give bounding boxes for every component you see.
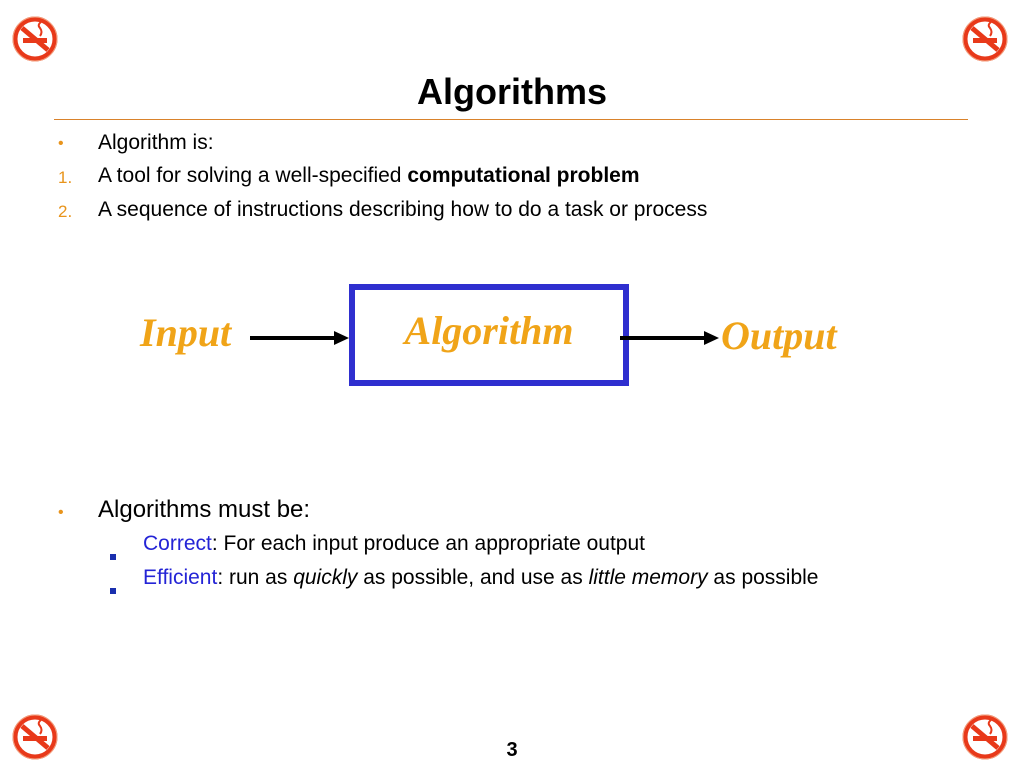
- number-marker: 2.: [58, 202, 73, 221]
- square-bullet-icon: [110, 554, 116, 560]
- requirement-emphasis: little memory: [588, 566, 708, 589]
- arrow-algorithm-to-output: [620, 328, 720, 348]
- arrow-input-to-algorithm: [250, 328, 350, 348]
- title-divider: [54, 119, 968, 120]
- no-smoking-icon: [12, 16, 58, 62]
- requirement-description: as possible: [707, 566, 819, 589]
- requirement-description: : For each input produce an appropriate …: [211, 532, 645, 555]
- requirement-text: Correct: For each input produce an appro…: [143, 531, 645, 557]
- requirement-description: : run as: [217, 566, 294, 589]
- requirement-emphasis: quickly: [293, 566, 358, 589]
- requirements-heading: Algorithms must be:: [98, 496, 311, 523]
- slide-title: Algorithms: [416, 71, 607, 112]
- requirement-text: Efficient: run as quickly as possible, a…: [143, 565, 819, 591]
- page-number: 3: [506, 739, 518, 761]
- definition-item-text: A tool for solving a well-specified comp…: [98, 163, 640, 189]
- no-smoking-icon: [12, 714, 58, 760]
- definition-item-text-bold: computational problem: [407, 164, 640, 187]
- no-smoking-icon: [962, 16, 1008, 62]
- diagram-algorithm-label: Algorithm: [404, 308, 574, 353]
- number-marker: 1.: [58, 168, 73, 187]
- diagram-input-label: Input: [140, 310, 232, 355]
- diagram-output-label: Output: [721, 313, 837, 358]
- bullet-marker: •: [58, 504, 64, 521]
- square-bullet-icon: [110, 588, 116, 594]
- algorithm-box: [349, 284, 629, 386]
- bullet-marker: •: [58, 135, 64, 152]
- definition-item-text: A sequence of instructions describing ho…: [98, 198, 708, 221]
- definition-item-text-plain: A tool for solving a well-specified: [98, 164, 408, 187]
- no-smoking-icon: [962, 714, 1008, 760]
- requirement-keyword: Correct: [143, 532, 212, 555]
- requirement-keyword: Efficient: [143, 566, 218, 589]
- definition-heading: Algorithm is:: [98, 131, 214, 154]
- requirement-description: as possible, and use as: [357, 566, 589, 589]
